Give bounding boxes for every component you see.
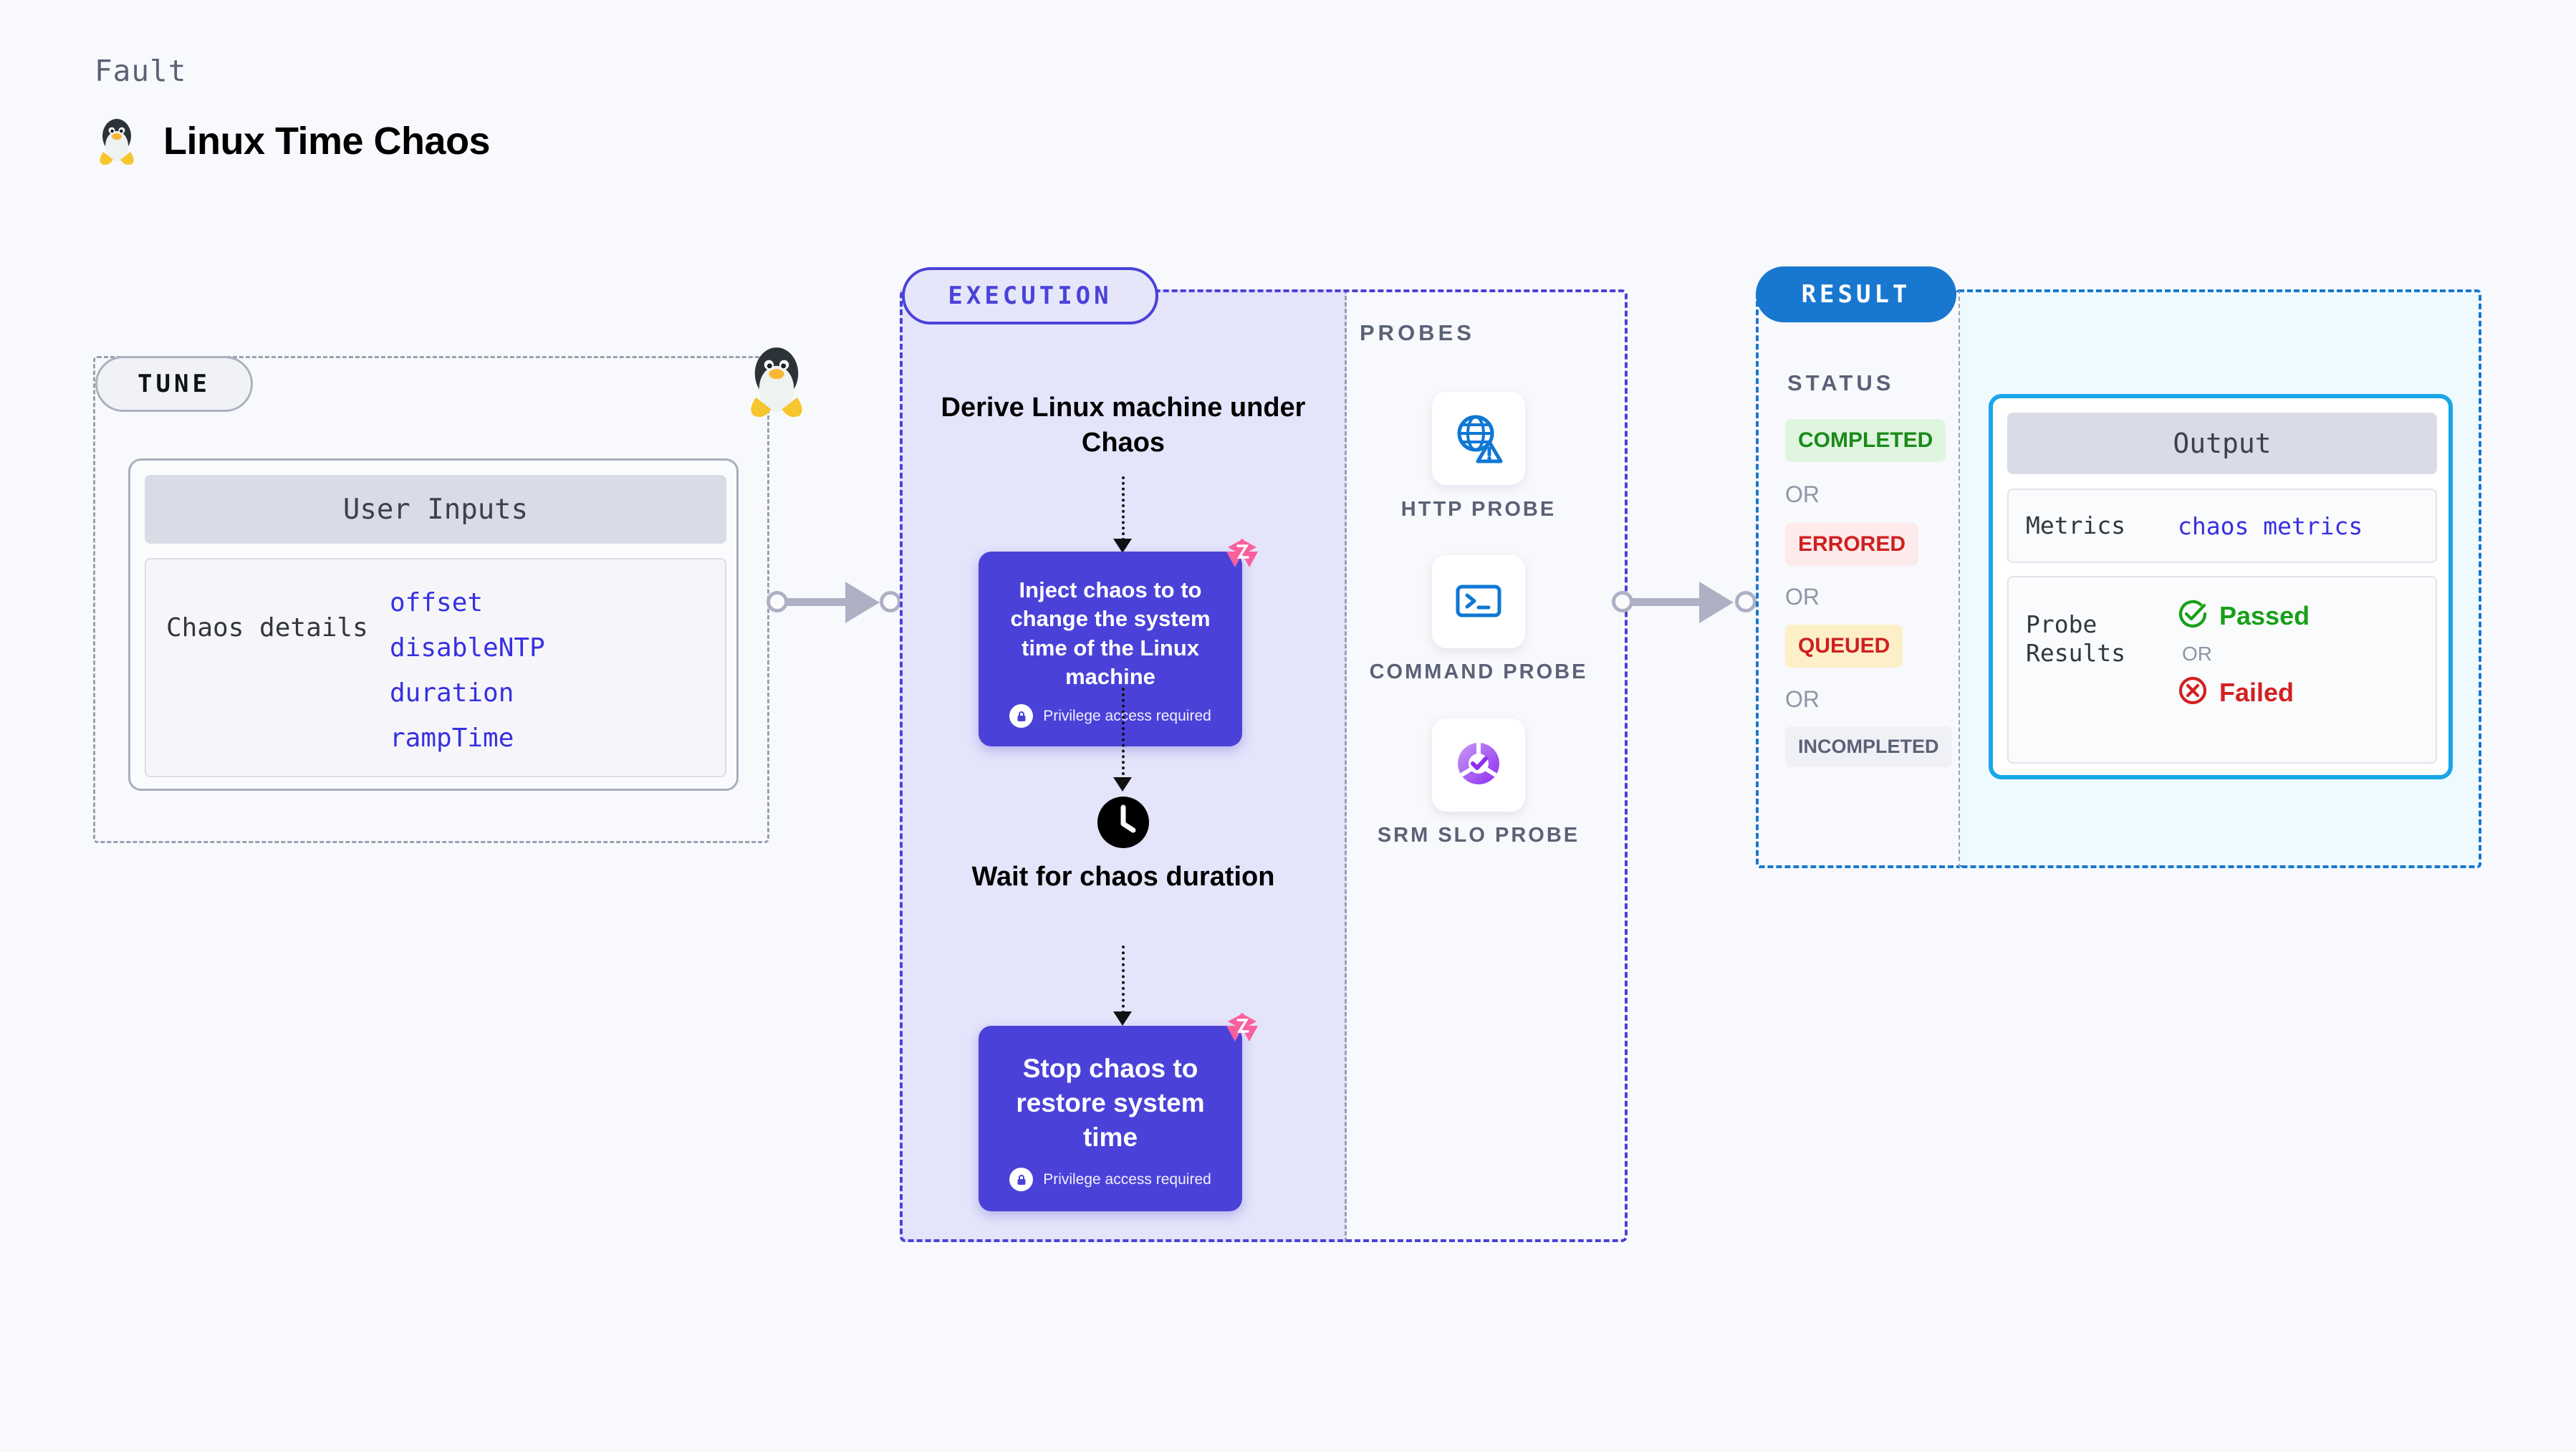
probe-verdict-failed: Failed xyxy=(2178,675,2310,709)
execution-step-inject[interactable]: Inject chaos to to change the system tim… xyxy=(979,539,1258,747)
flow-line-1 xyxy=(1122,476,1125,541)
litmus-chaos-icon xyxy=(1222,1009,1262,1052)
execution-step-stop[interactable]: Stop chaos to restore system time Privil… xyxy=(979,1013,1258,1212)
x-circle-icon xyxy=(2178,675,2208,709)
probe-label-http: HTTP PROBE xyxy=(1400,498,1557,521)
connector-execution-to-result xyxy=(1612,569,1762,634)
clock-icon xyxy=(1096,795,1150,850)
lock-icon xyxy=(1009,1168,1034,1192)
probe-verdict-failed-text: Failed xyxy=(2219,677,2294,707)
tune-pill-label: TUNE xyxy=(95,356,253,412)
output-metrics-label: Metrics xyxy=(2026,511,2126,540)
tune-value-disablentp[interactable]: disableNTP xyxy=(390,633,545,663)
status-badge-incompleted: INCOMPLETED xyxy=(1785,726,1952,767)
execution-step-inject-title: Inject chaos to to change the system tim… xyxy=(1010,577,1211,689)
probe-card-srm-slo[interactable] xyxy=(1432,718,1525,812)
output-probe-results-label: Probe Results xyxy=(2026,610,2126,667)
tune-card: User Inputs Chaos details offset disable… xyxy=(128,458,739,791)
tune-value-duration[interactable]: duration xyxy=(390,678,514,708)
flow-line-2 xyxy=(1122,688,1125,781)
status-or-3: OR xyxy=(1785,686,1820,712)
output-probe-results-row: Probe Results Passed OR xyxy=(2007,576,2437,764)
probe-verdict-passed-text: Passed xyxy=(2219,600,2310,630)
flow-line-3 xyxy=(1122,946,1125,1014)
slo-donut-check-icon xyxy=(1451,736,1506,795)
connector-tune-to-execution xyxy=(766,569,903,634)
execution-step-heading: Derive Linux machine under Chaos xyxy=(941,393,1306,458)
status-section-label: STATUS xyxy=(1787,370,1895,395)
privilege-note-inject: Privilege access required xyxy=(997,704,1224,729)
globe-warning-icon xyxy=(1451,409,1506,468)
execution-step-stop-title: Stop chaos to restore system time xyxy=(1016,1054,1205,1153)
flow-arrow-1 xyxy=(1113,539,1132,553)
terminal-icon xyxy=(1451,572,1506,632)
user-inputs-header: User Inputs xyxy=(145,475,726,544)
output-metrics-value[interactable]: chaos metrics xyxy=(2178,511,2363,540)
status-badge-queued: QUEUED xyxy=(1785,625,1903,668)
output-card-title: Output xyxy=(2007,413,2437,474)
chaos-details-body: Chaos details offset disableNTP duration… xyxy=(145,558,726,777)
tune-value-ramptime[interactable]: rampTime xyxy=(390,723,514,753)
output-metrics-row: Metrics chaos metrics xyxy=(2007,489,2437,563)
litmus-chaos-icon xyxy=(1222,534,1262,578)
execution-pill-label: EXECUTION xyxy=(902,267,1158,324)
page-title: Linux Time Chaos xyxy=(163,120,491,163)
probe-card-command[interactable] xyxy=(1432,555,1525,648)
execution-probes-region xyxy=(900,289,1628,1242)
privilege-note-stop-text: Privilege access required xyxy=(1043,1170,1211,1188)
tux-penguin-icon xyxy=(736,341,817,421)
probe-verdict-passed: Passed xyxy=(2178,599,2310,633)
flow-arrow-3 xyxy=(1113,1011,1132,1026)
probe-label-srm-slo: SRM SLO PROBE xyxy=(1377,824,1580,847)
flow-arrow-2 xyxy=(1113,777,1132,792)
lock-icon xyxy=(1009,704,1034,729)
probe-card-http[interactable] xyxy=(1432,392,1525,485)
output-probe-verdicts: Passed OR Failed xyxy=(2178,577,2310,762)
status-or-1: OR xyxy=(1785,481,1820,507)
chaos-details-label: Chaos details xyxy=(166,613,368,643)
privilege-note-stop: Privilege access required xyxy=(996,1168,1225,1192)
check-circle-icon xyxy=(2178,599,2208,633)
status-badge-errored: ERRORED xyxy=(1785,523,1919,566)
probe-verdict-or: OR xyxy=(2182,643,2212,665)
probes-section-label: PROBES xyxy=(1360,320,1475,345)
wait-step-label: Wait for chaos duration xyxy=(971,862,1275,892)
status-badge-completed: COMPLETED xyxy=(1785,419,1946,462)
status-or-2: OR xyxy=(1785,584,1820,610)
page-kicker: Fault xyxy=(95,54,187,88)
result-pill-label: RESULT xyxy=(1756,266,1956,322)
tux-penguin-icon xyxy=(95,115,139,168)
page-title-row: Linux Time Chaos xyxy=(95,115,491,168)
probe-label-command: COMMAND PROBE xyxy=(1369,660,1588,683)
tune-value-offset[interactable]: offset xyxy=(390,588,484,617)
output-card: Output Metrics chaos metrics Probe Resul… xyxy=(1989,394,2453,779)
privilege-note-inject-text: Privilege access required xyxy=(1043,707,1211,724)
chaos-details-values: offset disableNTP duration rampTime xyxy=(390,559,545,776)
